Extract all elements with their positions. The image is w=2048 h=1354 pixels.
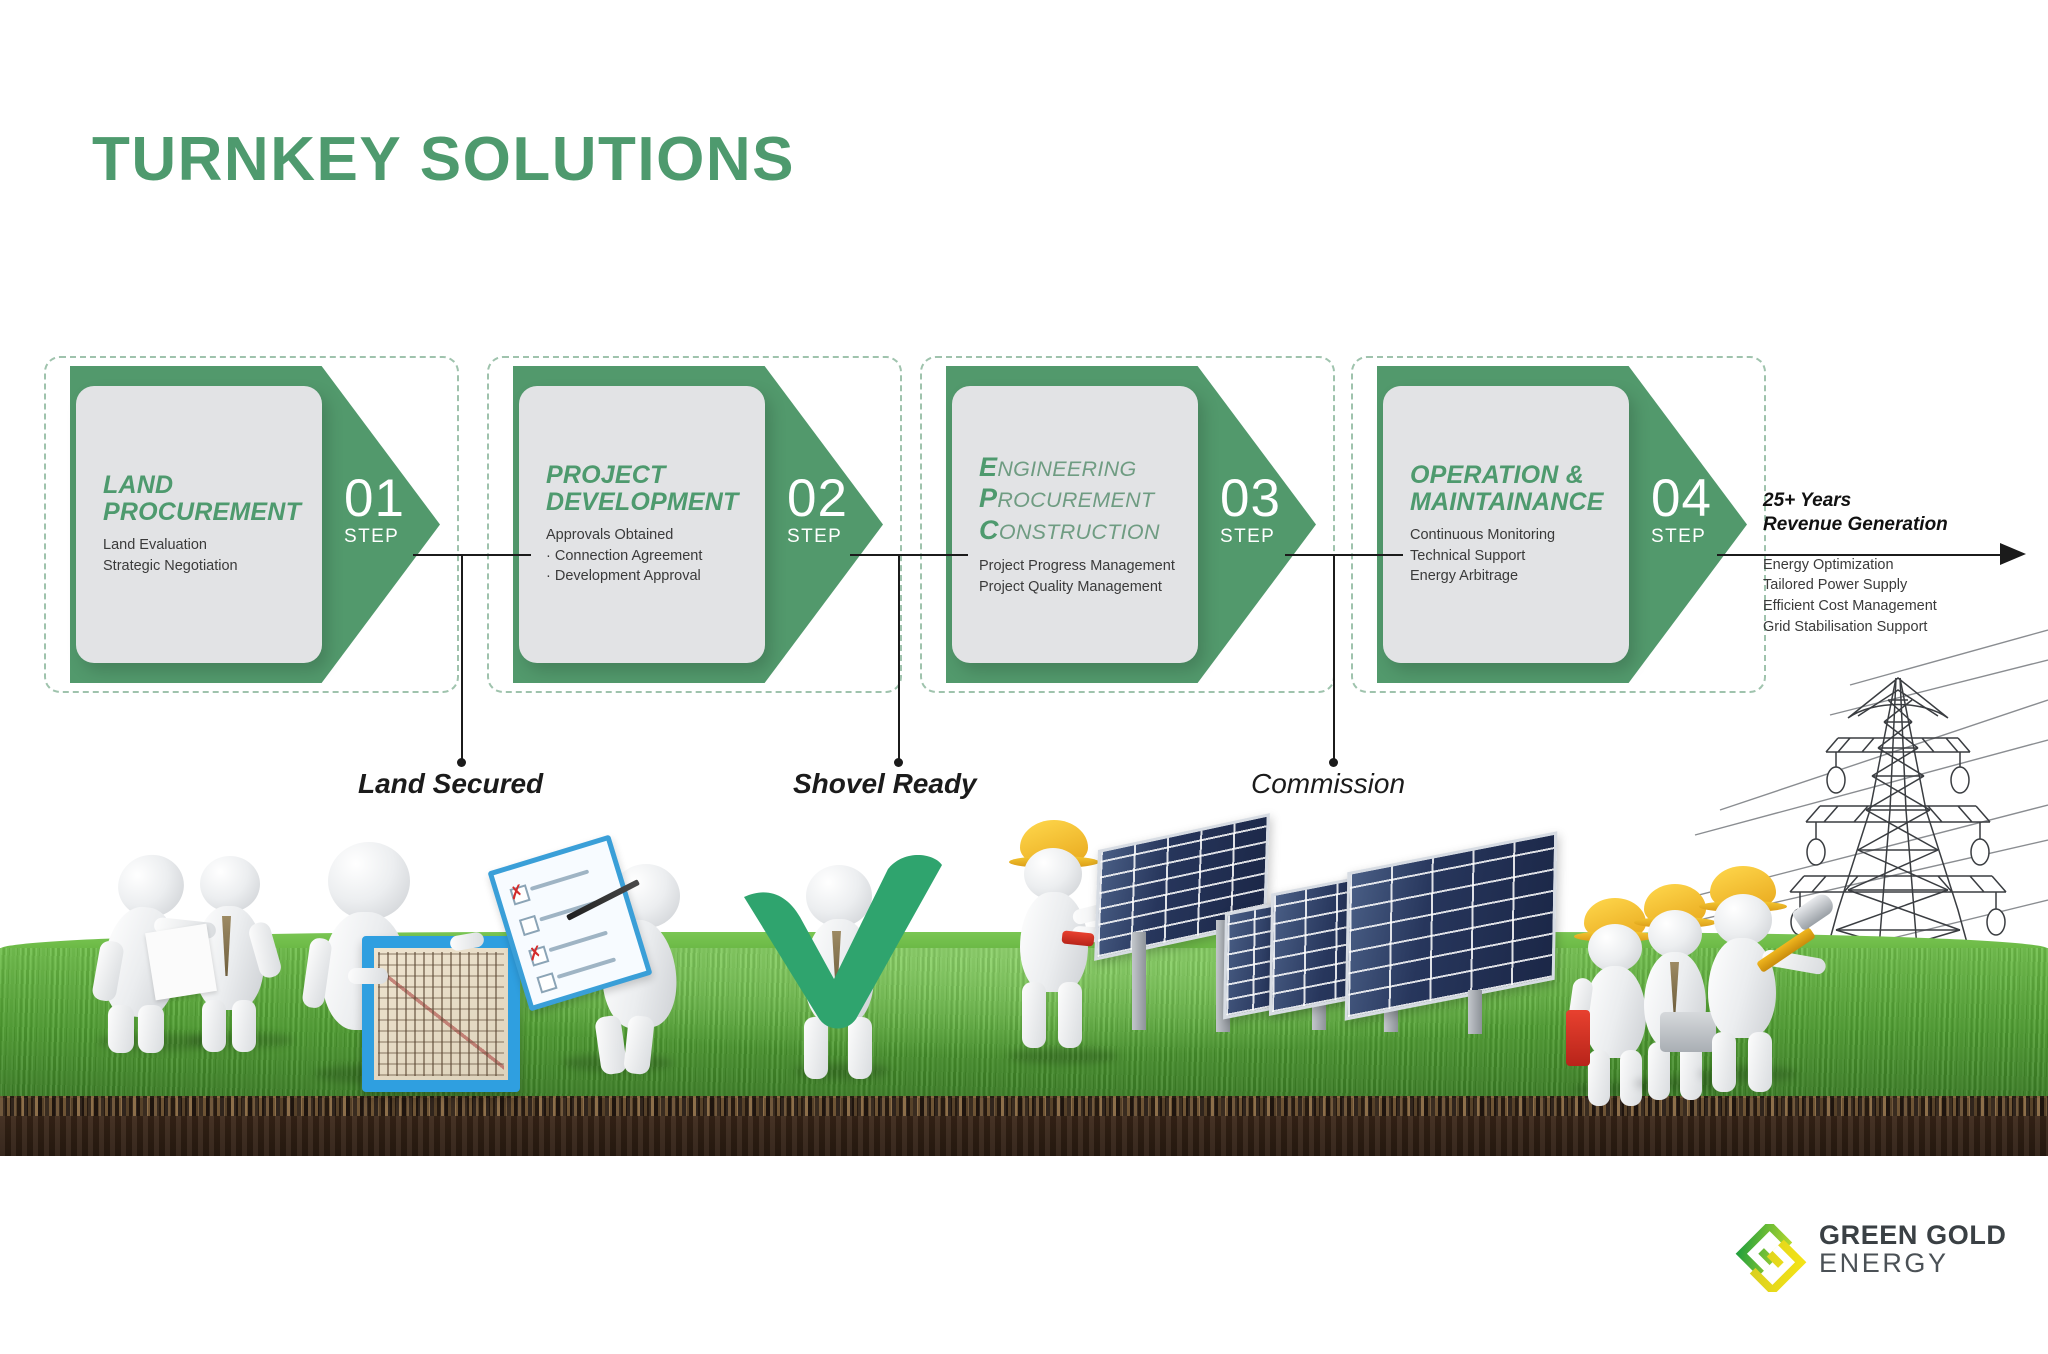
epc-line-engineering: ENGINEERING	[979, 451, 1137, 482]
figure-with-site-map	[300, 842, 520, 1092]
figure-with-checkmark	[744, 855, 942, 1085]
revenue-item: Grid Stabilisation Support	[1763, 618, 1928, 635]
arrow-head-icon	[2000, 543, 2026, 565]
figure-with-clipboard: ✗ ✗	[487, 834, 712, 1080]
figure-signing-left	[84, 847, 254, 1055]
figure-installing-panel	[1000, 813, 1270, 1080]
milestone-commission: Commission	[1251, 768, 1406, 799]
transmission-tower-icon	[1789, 677, 2007, 1029]
connector-line-3	[1285, 554, 1403, 556]
connector-drop-3	[1333, 554, 1335, 762]
logo-line-2: ENERGY	[1819, 1247, 1949, 1278]
site-map-board	[362, 936, 520, 1092]
step-block-2[interactable]: PROJECT DEVELOPMENT Approvals Obtained ·…	[487, 356, 902, 693]
step-bullet: Approvals Obtained	[546, 527, 674, 544]
solar-panel	[1344, 831, 1558, 1021]
brand-logo[interactable]: GREEN GOLD ENERGY	[1735, 1220, 2025, 1294]
step-block-3[interactable]: ENGINEERING PROCUREMENT CONSTRUCTION Pro…	[920, 356, 1335, 693]
green-gold-logo-icon	[1735, 1224, 1807, 1292]
figure-crew-member-3	[1688, 866, 1838, 1096]
connector-dot-1	[457, 758, 466, 767]
epc-line-procurement: PROCUREMENT	[979, 483, 1155, 514]
step-bullet: Energy Arbitrage	[1410, 568, 1519, 585]
step-title-3: ENGINEERING PROCUREMENT CONSTRUCTION	[979, 452, 1199, 548]
green-checkmark-icon	[744, 855, 942, 1029]
step-block-1[interactable]: LAND PROCUREMENT Land Evaluation Strateg…	[44, 356, 459, 693]
final-arrow-line	[1717, 554, 2020, 556]
step-dashed-outline-2	[487, 356, 902, 693]
step-bullet: · Connection Agreement	[546, 547, 703, 564]
revenue-list: Energy Optimization Tailored Power Suppl…	[1763, 555, 2023, 637]
logo-line-1: GREEN GOLD	[1819, 1220, 2007, 1250]
step-card-2: PROJECT DEVELOPMENT Approvals Obtained ·…	[519, 386, 765, 663]
red-toolbox	[1566, 1010, 1590, 1066]
step-card-3: ENGINEERING PROCUREMENT CONSTRUCTION Pro…	[952, 386, 1198, 663]
step-bullet: Strategic Negotiation	[103, 558, 238, 574]
epc-line-construction: CONSTRUCTION	[979, 515, 1160, 546]
tool-bag	[1660, 1012, 1716, 1052]
step-title-4: OPERATION & MAINTAINANCE	[1410, 461, 1604, 517]
figure-signing-right	[145, 850, 316, 1055]
solar-panel-array	[1212, 831, 1632, 1080]
step-bullet: · Development Approval	[546, 568, 701, 585]
step-bullet: Land Evaluation	[103, 537, 207, 554]
connector-dot-3	[1329, 758, 1338, 767]
step-dashed-outline-1	[44, 356, 459, 693]
step-bullet: Project Quality Management	[979, 578, 1162, 595]
step-bullet: Project Progress Management	[979, 558, 1175, 575]
step-bullet: Continuous Monitoring	[1410, 527, 1556, 544]
connector-line-1	[413, 554, 531, 556]
connector-drop-1	[461, 554, 463, 762]
revenue-item: Tailored Power Supply	[1763, 577, 1908, 594]
hammer-head	[1791, 890, 1837, 932]
connector-line-2	[850, 554, 968, 556]
soil-cross-section	[0, 1096, 2048, 1156]
milestone-land-secured: Land Secured	[358, 768, 544, 799]
process-steps-row: LAND PROCUREMENT Land Evaluation Strateg…	[0, 356, 2048, 701]
step-title-2: PROJECT DEVELOPMENT	[546, 461, 739, 517]
page-title: TURNKEY SOLUTIONS	[92, 125, 795, 194]
revenue-item: Efficient Cost Management	[1763, 598, 1937, 615]
figure-crew-member-2	[1624, 884, 1744, 1104]
step-bullet: Technical Support	[1410, 547, 1526, 564]
step-title-1: LAND PROCUREMENT	[103, 471, 302, 527]
revenue-item: Energy Optimization	[1763, 556, 1894, 573]
connector-dot-2	[894, 758, 903, 767]
connector-drop-2	[898, 554, 900, 762]
step-card-1: LAND PROCUREMENT Land Evaluation Strateg…	[76, 386, 322, 663]
revenue-generation-block: 25+ Years Revenue Generation Energy Opti…	[1763, 489, 2023, 637]
milestone-shovel-ready: Shovel Ready	[793, 768, 977, 799]
revenue-title: 25+ Years Revenue Generation	[1763, 490, 1948, 535]
step-dashed-outline-3	[920, 356, 1335, 693]
step-dashed-outline-4	[1351, 356, 1766, 693]
step-card-4: OPERATION & MAINTAINANCE Continuous Moni…	[1383, 386, 1629, 663]
figure-crew-member-1	[1564, 898, 1684, 1108]
